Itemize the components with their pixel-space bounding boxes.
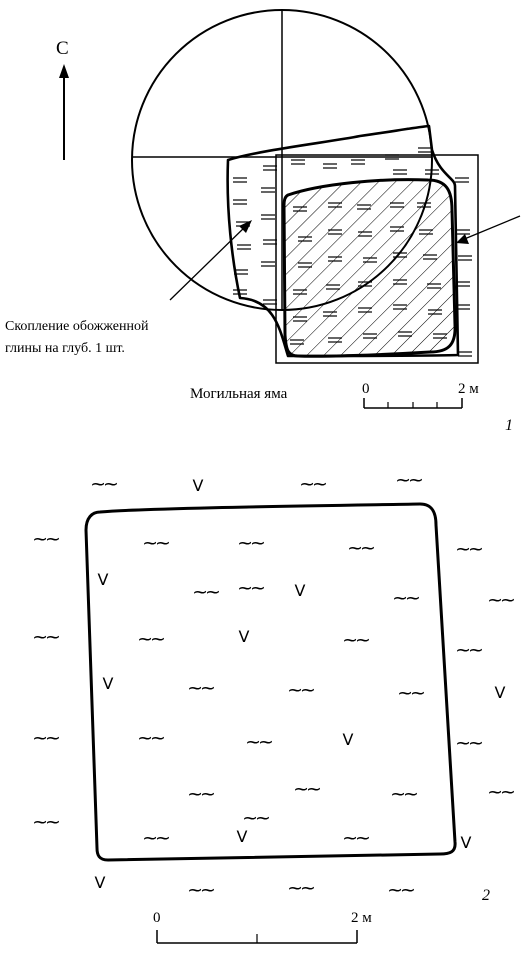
clay-mark (455, 177, 469, 183)
clay-mark (233, 199, 247, 205)
wave-symbol: ~~ (245, 731, 272, 753)
v-symbol: V (495, 683, 506, 702)
pit-label: Могильная яма (190, 386, 288, 402)
wave-symbol: ~~ (187, 783, 214, 805)
clay-mark (234, 269, 248, 275)
pit-2-outline (84, 502, 457, 862)
clay-mark (291, 159, 305, 165)
v-symbol: V (193, 476, 204, 495)
clay-mark (261, 187, 275, 193)
scale-bar-2: 0 2 м (153, 910, 372, 944)
v-symbol: V (343, 730, 354, 749)
wave-symbol: ~~ (293, 778, 320, 800)
clay-mark (261, 214, 275, 220)
clay-mark (261, 261, 275, 267)
wave-symbol: ~~ (455, 732, 482, 754)
scale-2-start: 0 (153, 910, 161, 926)
wave-symbol: ~~ (32, 626, 59, 648)
v-symbol: V (295, 581, 306, 600)
wave-symbol: ~~ (487, 589, 514, 611)
clay-mark (456, 304, 470, 310)
hatched-pit-fill (282, 178, 457, 358)
wave-symbol: ~~ (395, 469, 422, 491)
grave-pit-outline (275, 154, 479, 364)
v-symbol: V (237, 827, 248, 846)
clay-caption-line-2: глины на глуб. 1 шт. (5, 341, 125, 356)
wave-symbol: ~~ (32, 528, 59, 550)
wave-symbol: ~~ (342, 629, 369, 651)
clay-mark (263, 299, 277, 305)
north-label: С (56, 38, 69, 59)
v-symbol: V (95, 873, 106, 892)
wave-symbol: ~~ (390, 783, 417, 805)
clay-mark (425, 169, 439, 175)
clay-mark (233, 289, 247, 295)
v-symbol: V (239, 627, 250, 646)
clay-mark (263, 165, 277, 171)
clay-mark (458, 255, 472, 261)
wave-symbol: ~~ (397, 682, 424, 704)
scale-1-start: 0 (362, 381, 370, 397)
wave-symbol: ~~ (287, 877, 314, 899)
figure-1-number: 1 (505, 417, 513, 434)
wave-symbol: ~~ (90, 473, 117, 495)
wave-symbol: ~~ (187, 879, 214, 901)
wave-symbol: ~~ (137, 628, 164, 650)
clay-mark (456, 229, 470, 235)
wave-symbol: ~~ (192, 581, 219, 603)
wave-symbol: ~~ (299, 473, 326, 495)
figure-1-plan: С Скопление обожженной глины на глуб (5, 9, 521, 434)
wave-symbol: ~~ (187, 677, 214, 699)
v-symbol: V (103, 674, 114, 693)
soil-symbols: ~~ ~~ ~~ ~~ ~~ ~~ ~~ ~~ ~~ ~~ ~~ ~~ ~~ ~~ ~~ ~~ ~~ ~~ ~~ ~~… (32, 469, 517, 901)
clay-mark (393, 169, 407, 175)
scale-2-end: 2 м (351, 910, 372, 926)
clay-mark (263, 239, 277, 245)
figure-2-number: 2 (482, 887, 490, 904)
clay-mark (418, 147, 432, 153)
wave-symbol: ~~ (455, 639, 482, 661)
north-arrow: С (56, 38, 69, 160)
clay-mark (458, 351, 472, 357)
wave-symbol: ~~ (455, 538, 482, 560)
wave-symbol: ~~ (237, 532, 264, 554)
clay-mark (351, 159, 365, 165)
leader-lines (169, 215, 521, 301)
wave-symbol: ~~ (342, 827, 369, 849)
scale-1-end: 2 м (458, 381, 479, 397)
wave-symbol: ~~ (142, 532, 169, 554)
scale-bar-1: 0 2 м (362, 381, 479, 409)
wave-symbol: ~~ (32, 727, 59, 749)
clay-mark (456, 281, 470, 287)
wave-symbol: ~~ (487, 781, 514, 803)
wave-symbol: ~~ (142, 827, 169, 849)
clay-mark (323, 163, 337, 169)
wave-symbol: ~~ (392, 587, 419, 609)
clay-mark (233, 177, 247, 183)
kurgan-circle (131, 9, 433, 311)
wave-symbol: ~~ (242, 807, 269, 829)
figure-2-plan: ~~ ~~ ~~ ~~ ~~ ~~ ~~ ~~ ~~ ~~ ~~ ~~ ~~ ~~ ~~ ~~ ~~ ~~ ~~ ~~… (32, 469, 517, 944)
wave-symbol: ~~ (237, 577, 264, 599)
wave-symbol: ~~ (347, 537, 374, 559)
clay-caption-line-1: Скопление обожженной (5, 319, 149, 334)
wave-symbol: ~~ (137, 727, 164, 749)
clay-mark (237, 244, 251, 250)
v-symbol: V (461, 833, 472, 852)
v-symbol: V (98, 570, 109, 589)
wave-symbol: ~~ (387, 879, 414, 901)
wave-symbol: ~~ (287, 679, 314, 701)
wave-symbol: ~~ (32, 811, 59, 833)
